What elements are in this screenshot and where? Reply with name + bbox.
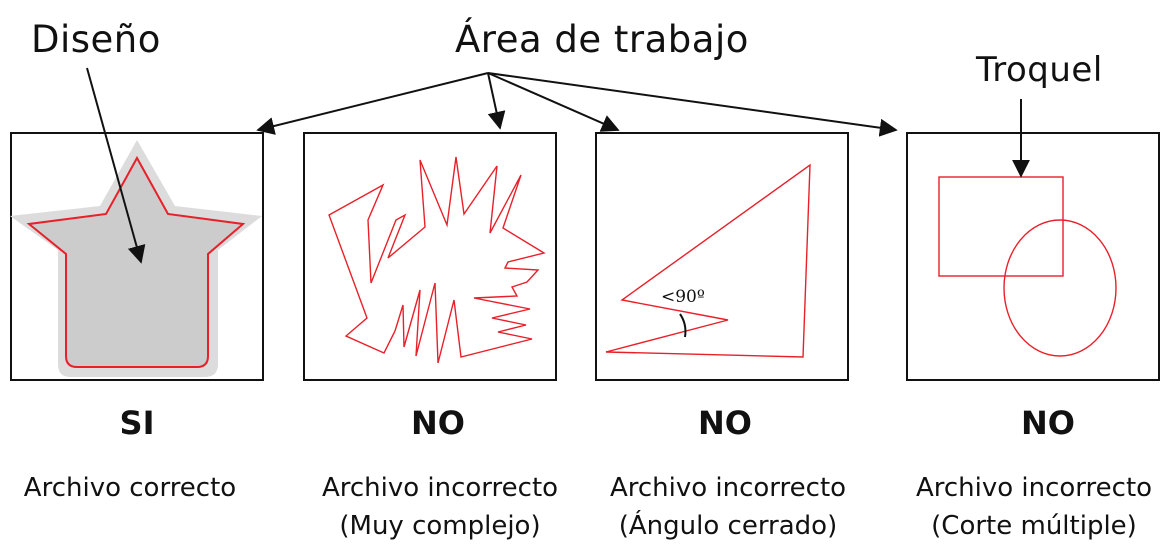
verdict-multiple: NO bbox=[1021, 404, 1075, 442]
caption-multiple: Archivo incorrecto (Corte múltiple) bbox=[884, 469, 1171, 545]
panel-frame-multiple bbox=[906, 132, 1160, 381]
caption-multiple-line1: Archivo incorrecto bbox=[915, 473, 1153, 503]
caption-correct: Archivo correcto bbox=[0, 469, 280, 507]
verdict-complex: NO bbox=[411, 404, 465, 442]
work-area-label: Área de trabajo bbox=[455, 18, 749, 61]
caption-complex: Archivo incorrecto (Muy complejo) bbox=[290, 469, 590, 545]
arrow-design bbox=[86, 67, 146, 264]
arrow-work-area-3 bbox=[487, 72, 620, 132]
caption-complex-line2: (Muy complejo) bbox=[339, 511, 541, 541]
angle-label: <90º bbox=[661, 287, 705, 307]
complex-cut-line bbox=[328, 156, 546, 364]
angle-cut-line bbox=[605, 163, 811, 358]
die-label: Troquel bbox=[976, 50, 1103, 90]
design-label: Diseño bbox=[31, 18, 161, 61]
panel-frame-angle bbox=[595, 132, 849, 381]
caption-angle-line1: Archivo incorrecto bbox=[609, 473, 847, 503]
verdict-correct: SI bbox=[119, 404, 155, 442]
arrow-work-area-4 bbox=[487, 72, 898, 137]
caption-multiple-line2: (Corte múltiple) bbox=[931, 511, 1137, 541]
caption-angle: Archivo incorrecto (Ángulo cerrado) bbox=[578, 469, 878, 545]
shape-cut-line bbox=[26, 155, 246, 368]
caption-complex-line1: Archivo incorrecto bbox=[321, 473, 559, 503]
angle-arc bbox=[679, 313, 687, 338]
caption-angle-line2: (Ángulo cerrado) bbox=[618, 511, 838, 541]
multiple-rect-cut bbox=[938, 176, 1064, 277]
caption-correct-line1: Archivo correcto bbox=[23, 473, 237, 503]
verdict-angle: NO bbox=[698, 404, 752, 442]
panel-frame-complex bbox=[303, 132, 557, 381]
correct-shape bbox=[10, 140, 262, 377]
panel-frame-correct bbox=[10, 132, 264, 381]
arrow-work-area-1 bbox=[256, 72, 489, 135]
arrow-work-area-2 bbox=[487, 72, 506, 130]
multiple-ellipse-cut bbox=[1003, 219, 1117, 357]
